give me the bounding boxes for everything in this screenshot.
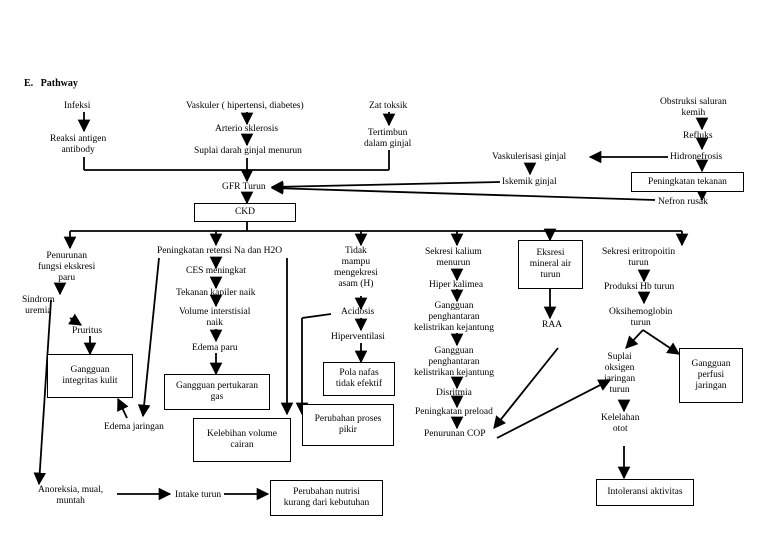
node-tekanan-kapiler: Tekanan kapiler naik xyxy=(176,288,256,298)
node-gangguan-pertukaran: Gangguan pertukaran gas xyxy=(164,374,270,410)
node-pola-nafas: Pola nafas tidak efektif xyxy=(323,362,395,396)
node-iskemik: Iskemik ginjal xyxy=(502,177,557,187)
node-hidronefrosis: Hidronefrosis xyxy=(670,152,723,162)
node-ces-meningkat: CES meningkat xyxy=(186,266,246,276)
node-disritmia: Disritmia xyxy=(436,388,472,398)
node-hiperventilasi: Hiperventilasi xyxy=(331,332,385,342)
node-raa: RAA xyxy=(542,320,563,330)
node-eksresi-mineral: Eksresi mineral air turun xyxy=(518,240,583,289)
node-suplai-darah: Suplai darah ginjal menurun xyxy=(194,146,302,156)
node-sindrom-uremia: Sindrom uremia xyxy=(22,295,55,316)
node-refluks: Refluks xyxy=(683,131,713,141)
node-retensi-na: Peningkatan retensi Na dan H2O xyxy=(157,246,283,256)
node-gangguan-penghantaran-2: Gangguan penghantaran kelistrikan kejant… xyxy=(414,346,494,378)
node-volume-interstisial: Volume interstisial naik xyxy=(179,307,251,328)
node-ckd: CKD xyxy=(194,203,296,222)
node-tidak-mampu: Tidak mampu mengekresi asam (H) xyxy=(334,246,378,289)
node-kelebihan-volume: Kelebihan volume cairan xyxy=(193,418,291,462)
node-oksihemoglobin: Oksihemoglobin turun xyxy=(609,307,673,328)
node-perubahan-proses: Perubahan proses pikir xyxy=(302,404,394,446)
node-vaskulerisasi: Vaskulerisasi ginjal xyxy=(492,152,567,162)
node-infeksi: Infeksi xyxy=(64,101,91,111)
node-obstruksi: Obstruksi saluran kemih xyxy=(660,97,727,118)
node-anoreksia: Anoreksia, mual, muntah xyxy=(38,485,104,506)
node-gangguan-perfusi: Gangguan perfusi jaringan xyxy=(679,348,743,403)
node-perubahan-nutrisi: Perubahan nutrisi kurang dari kebutuhan xyxy=(270,480,383,516)
node-vaskuler: Vaskuler ( hipertensi, diabetes) xyxy=(186,101,304,111)
node-gfr-turun: GFR Turun xyxy=(222,182,266,192)
section-title: Pathway xyxy=(40,78,78,89)
node-penurunan-cop: Penurunan COP xyxy=(424,429,486,439)
node-peningkatan-preload: Peningkatan preload xyxy=(415,407,493,417)
node-hiperkalimea: Hiper kalimea xyxy=(429,280,484,290)
node-pruritus: Pruritus xyxy=(72,326,103,336)
node-edema-paru: Edema paru xyxy=(192,343,238,353)
node-edema-jaringan: Edema jaringan xyxy=(104,422,164,432)
node-gangguan-penghantaran-1: Gangguan penghantaran kelistrikan kejant… xyxy=(414,301,494,333)
node-suplai-oksigen: Suplai oksigen jaringan turun xyxy=(604,352,636,395)
node-kelelahan: Kelelahan otot xyxy=(601,413,640,434)
node-intoleransi: Intoleransi aktivitas xyxy=(596,479,694,506)
node-reaksi-antigen: Reaksi antigen antibody xyxy=(50,134,107,155)
node-arterio: Arterio sklerosis xyxy=(215,124,279,134)
section-letter: E. xyxy=(24,78,34,89)
node-nefron-rusak: Nefron rusak xyxy=(658,197,708,207)
node-produksi-hb: Produksi Hb turun xyxy=(604,282,675,292)
node-sekresi-eritropoitin: Sekresi eritropoitin turun xyxy=(602,247,676,268)
node-tertimbun: Tertimbun dalam ginjal xyxy=(364,128,412,149)
node-acidosis: Acidosis xyxy=(341,307,375,317)
node-sekresi-kalium: Sekresi kalium menurun xyxy=(425,247,482,268)
node-gangguan-integritas: Gangguan integritas kulit xyxy=(47,354,133,398)
node-intake-turun: Intake turun xyxy=(175,490,222,500)
node-penurunan-fungsi: Penurunan fungsi ekskresi paru xyxy=(38,251,96,283)
section-heading: E. Pathway xyxy=(24,78,78,89)
node-zat-toksik: Zat toksik xyxy=(369,101,408,111)
node-peningkatan-tekanan: Peningkatan tekanan xyxy=(631,172,744,192)
